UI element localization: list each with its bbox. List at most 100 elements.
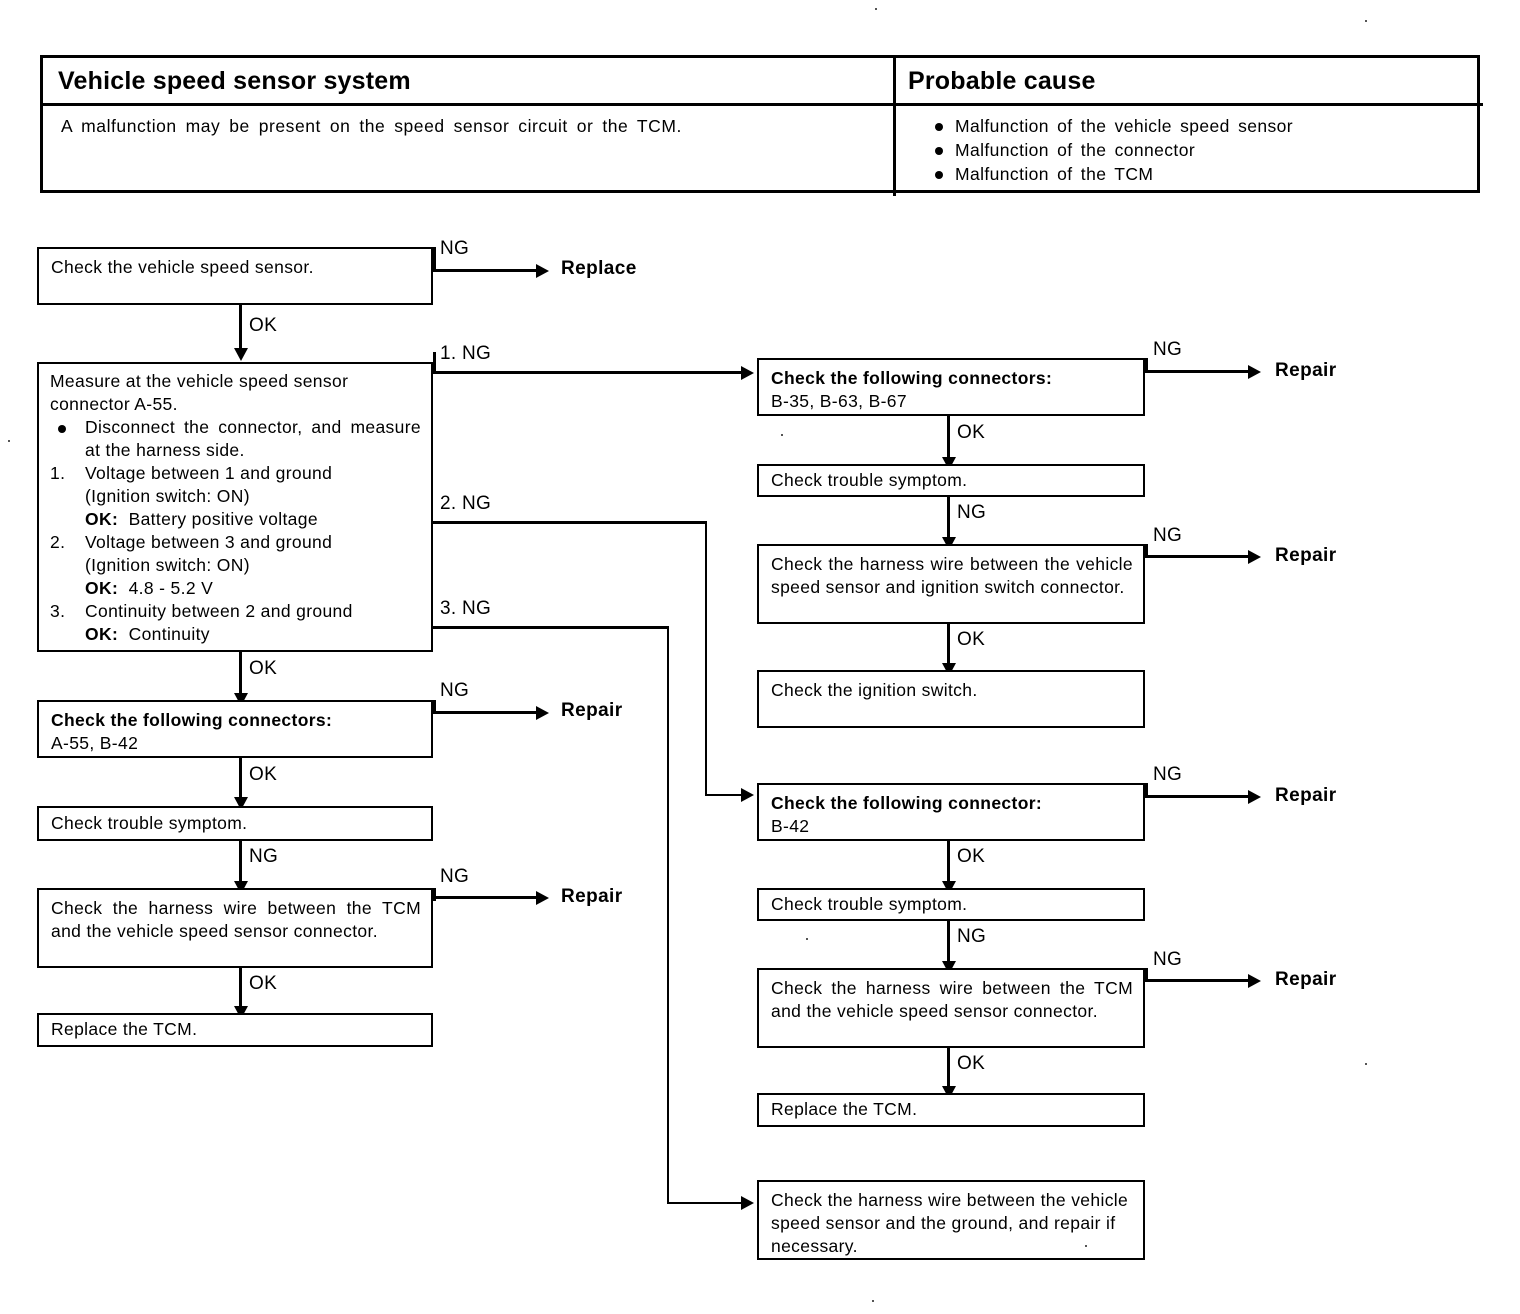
connector-ng-r7-horiz [1145,979,1250,982]
label-ng-r3: NG [1153,525,1183,546]
table-header-system: Vehicle speed sensor system [58,67,411,95]
label-ok-b5: OK [249,973,278,994]
connector-ng2-vert [704,521,707,796]
label-ok-b2: OK [249,658,278,679]
connector-ng-b1-vert [433,247,436,271]
box-check-harness-sensor-ground[interactable]: Check the harness wire between the vehic… [757,1180,1145,1260]
box-b3-subtitle: A-55, B-42 [51,733,139,753]
terminal-repair-right-2: Repair [1275,545,1337,566]
list-item: Malfunction of the connector [905,138,1465,162]
label-ng3: 3. NG [440,598,492,619]
connector-ok-b3-b4 [239,758,242,804]
connector-ng-b1-horiz [433,269,538,272]
connector-ng-b5-vert [433,888,436,901]
step-1-condition: (Ignition switch: ON) [85,486,250,506]
box-measure-connector-a55[interactable]: Measure at the vehicle speed sensor conn… [37,362,433,652]
scan-speckle [875,8,877,10]
box-check-connectors-b35-b63-b67[interactable]: Check the following connectors: B-35, B-… [757,358,1145,416]
terminal-repair-right-4: Repair [1275,969,1337,990]
terminal-repair-left-1: Repair [561,700,623,721]
label-ng-r2: NG [957,502,987,523]
connector-ng-b4-b5 [239,841,242,888]
label-ng-b4: NG [249,846,279,867]
terminal-replace-1: Replace [561,258,637,279]
step-3-text: Continuity between 2 and ground [85,601,353,621]
step-2-text: Voltage between 3 and ground [85,532,333,552]
connector-ng-r2-r3 [947,497,950,544]
table-header-cause: Probable cause [908,67,1096,95]
box-r5-title: Check the following connector: [771,793,1043,813]
label-ok-b3: OK [249,764,278,785]
arrow-right-icon [1248,973,1261,988]
label-ng-b3: NG [440,680,470,701]
measure-step-2: 2. Voltage between 3 and ground (Ignitio… [50,531,421,600]
label-ng-b1: NG [440,238,470,259]
label-ng-r6: NG [957,926,987,947]
connector-ng3-horiz [433,626,669,629]
step-number-1: 1. [50,463,66,483]
table-header-rule [43,103,1483,106]
connector-ng-b5-horiz [433,896,538,899]
step-3-ok-value: Continuity [128,624,210,644]
connector-ok-r7-r8 [947,1048,950,1093]
scan-speckle [1085,1245,1087,1247]
symptom-table: Vehicle speed sensor system Probable cau… [40,55,1483,196]
connector-ok-b1-b2 [239,305,242,355]
list-item: Malfunction of the TCM [905,162,1465,186]
step-2-condition: (Ignition switch: ON) [85,555,250,575]
box-check-connectors-a55-b42[interactable]: Check the following connectors: A-55, B-… [37,700,433,758]
scan-speckle [1365,1063,1367,1065]
measure-step-1: 1. Voltage between 1 and ground (Ignitio… [50,462,421,531]
label-ng-r1: NG [1153,339,1183,360]
box-check-harness-tcm-sensor-left[interactable]: Check the harness wire between the TCM a… [37,888,433,968]
box-b3-title: Check the following connectors: [51,710,333,730]
arrow-right-icon [536,263,549,278]
box-check-harness-tcm-sensor-right[interactable]: Check the harness wire between the TCM a… [757,968,1145,1048]
label-ok-r3: OK [957,629,986,650]
connector-ng-b3-horiz [433,711,538,714]
connector-ng1-vert [433,352,436,374]
box-check-trouble-symptom-right-2[interactable]: Check trouble symptom. [757,888,1145,921]
label-ok-r5: OK [957,846,986,867]
step-2-ok: OK: 4.8 - 5.2 V [85,577,421,600]
label-ok-r1: OK [957,422,986,443]
label-ng1: 1. NG [440,343,492,364]
box-replace-tcm-left[interactable]: Replace the TCM. [37,1013,433,1047]
label-ng-r5: NG [1153,764,1183,785]
terminal-repair-right-3: Repair [1275,785,1337,806]
scan-speckle [806,938,808,940]
box-check-ignition-switch[interactable]: Check the ignition switch. [757,670,1145,728]
label-ok-r7: OK [957,1053,986,1074]
step-1-ok: OK: Battery positive voltage [85,508,421,531]
measure-steps: 1. Voltage between 1 and ground (Ignitio… [50,462,421,646]
scan-speckle [8,440,10,442]
box-check-connector-b42[interactable]: Check the following connector: B-42 [757,783,1145,841]
step-1-ok-value: Battery positive voltage [128,509,318,529]
box-check-harness-sensor-ignition[interactable]: Check the harness wire between the vehic… [757,544,1145,624]
connector-ng-b3-vert [433,700,436,713]
step-number-2: 2. [50,532,66,552]
connector-ng3-horiz2 [666,1201,745,1204]
step-2-ok-value: 4.8 - 5.2 V [128,578,214,598]
box-check-trouble-symptom-right-1[interactable]: Check trouble symptom. [757,464,1145,497]
connector-ng-r5-horiz [1145,795,1250,798]
step-3-ok-label: OK: [85,624,119,644]
step-2-ok-label: OK: [85,578,119,598]
connector-ng-r3-horiz [1145,555,1250,558]
measure-step-3: 3. Continuity between 2 and ground OK: C… [50,600,421,646]
symptom-description: A malfunction may be present on the spee… [61,116,682,136]
arrow-right-icon [1248,364,1261,379]
connector-ng-r7-vert [1145,968,1148,982]
arrow-right-icon [1248,549,1261,564]
box-check-vehicle-speed-sensor[interactable]: Check the vehicle speed sensor. [37,247,433,305]
connector-ng2-horiz2 [704,793,745,796]
box-check-trouble-symptom-left[interactable]: Check trouble symptom. [37,806,433,841]
connector-ng3-vert [666,626,669,1204]
connector-ok-r5-r6 [947,841,950,888]
connector-ok-r3-r4 [947,624,950,670]
box-replace-tcm-right[interactable]: Replace the TCM. [757,1093,1145,1127]
arrow-right-icon [741,1196,754,1210]
connector-ng2-horiz [433,521,707,524]
label-ng-r7: NG [1153,949,1183,970]
scan-speckle [872,1300,874,1302]
